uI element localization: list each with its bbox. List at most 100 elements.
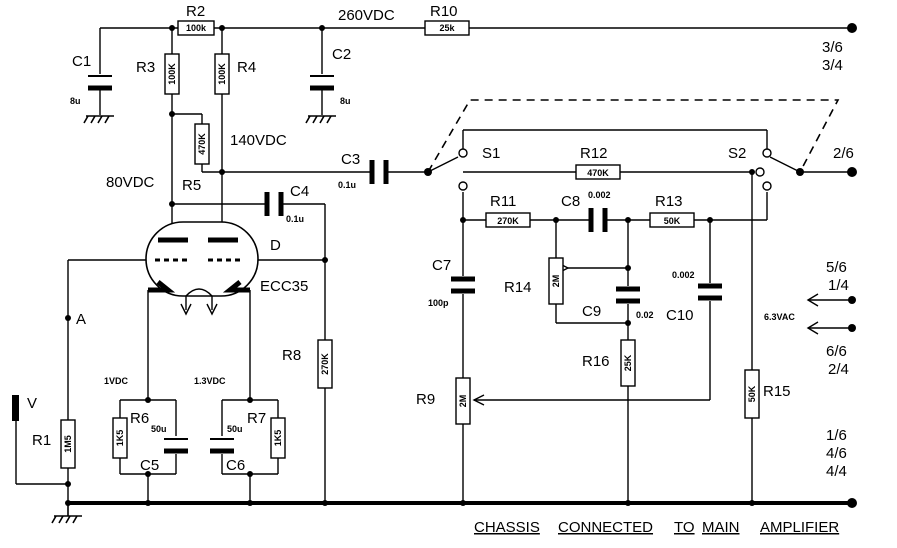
- pin-supply-b: 3/4: [822, 57, 843, 74]
- r13-body: [649, 212, 695, 228]
- pin-output: 2/6: [833, 145, 854, 162]
- label-r8: R8: [282, 347, 301, 364]
- label-tube: ECC35: [260, 278, 308, 295]
- label-r12: R12: [580, 145, 608, 162]
- r12-body: [575, 164, 621, 180]
- ground-symbols: [51, 115, 336, 524]
- input-v-terminal: [12, 395, 19, 421]
- label-s1: S1: [482, 145, 500, 162]
- voltage-mid: 140VDC: [230, 132, 287, 149]
- r14-body: [548, 257, 564, 305]
- pin-heater-bot-b: 2/4: [828, 361, 849, 378]
- connector-pins: 3/6 3/4 2/6 5/6 1/4 6/6 2/4 1/6 4/6 4/4: [822, 39, 854, 480]
- label-r4: R4: [237, 59, 256, 76]
- value-r16: 25K: [623, 354, 633, 371]
- label-input-v: V: [27, 395, 37, 412]
- label-r15: R15: [763, 383, 791, 400]
- voltage-cathode2: 1.3VDC: [194, 376, 226, 386]
- voltage-heater: 6.3VAC: [764, 312, 795, 322]
- r3-body: [164, 53, 180, 95]
- value-r4: 100K: [217, 63, 227, 85]
- label-c8: C8: [561, 193, 580, 210]
- value-r14: 2M: [551, 275, 561, 288]
- footer-word-1: CHASSIS: [474, 519, 540, 536]
- r5-body: [194, 123, 210, 165]
- label-c5: C5: [140, 457, 159, 474]
- value-c9: 0.02: [636, 310, 654, 320]
- label-c1: C1: [72, 53, 91, 70]
- value-r13: 50K: [664, 216, 681, 226]
- resistors: [60, 20, 760, 469]
- value-r7: 1K5: [273, 430, 283, 447]
- value-c6: 50u: [227, 424, 243, 434]
- footer-word-2: CONNECTED: [558, 519, 653, 536]
- value-r8: 270K: [320, 353, 330, 375]
- value-c1: 8u: [70, 96, 81, 106]
- label-r6: R6: [130, 410, 149, 427]
- value-c10: 0.002: [672, 270, 695, 280]
- pin-heater-top-b: 1/4: [828, 277, 849, 294]
- r10-body: [424, 20, 470, 36]
- pin-heater-top-a: 5/6: [826, 259, 847, 276]
- r16-body: [620, 339, 636, 387]
- value-r12: 470K: [587, 168, 609, 178]
- pin-heater-bot-a: 6/6: [826, 343, 847, 360]
- footer-word-4: MAIN: [702, 519, 740, 536]
- value-r10: 25k: [439, 23, 455, 33]
- label-r7: R7: [247, 410, 266, 427]
- value-r1: 1M5: [63, 435, 73, 453]
- value-c5: 50u: [151, 424, 167, 434]
- r4-body: [214, 53, 230, 95]
- label-c10: C10: [666, 307, 694, 324]
- label-r3: R3: [136, 59, 155, 76]
- r9-body: [455, 377, 471, 425]
- value-r9: 2M: [458, 395, 468, 408]
- label-c9: C9: [582, 303, 601, 320]
- capacitors: [88, 75, 722, 454]
- value-c7: 100p: [428, 298, 449, 308]
- label-c4: C4: [290, 183, 309, 200]
- value-labels: 100k 25k 100K 100K 470K 1M5 1K5 1K5 270K…: [63, 23, 757, 453]
- label-r1: R1: [32, 432, 51, 449]
- pin-ground-c: 4/4: [826, 463, 847, 480]
- voltage-plate: 80VDC: [106, 174, 155, 191]
- value-r11: 270K: [497, 216, 519, 226]
- r6-body: [112, 417, 128, 459]
- value-c3: 0.1u: [338, 180, 356, 190]
- label-r9: R9: [416, 391, 435, 408]
- value-c8: 0.002: [588, 190, 611, 200]
- pin-supply-a: 3/6: [822, 39, 843, 56]
- label-s2: S2: [728, 145, 746, 162]
- value-r3: 100K: [167, 63, 177, 85]
- label-r13: R13: [655, 193, 683, 210]
- label-r5: R5: [182, 177, 201, 194]
- ecc35-tube: [145, 221, 259, 316]
- pin-ground-a: 1/6: [826, 427, 847, 444]
- label-point-d: D: [270, 237, 281, 254]
- label-c2: C2: [332, 46, 351, 63]
- footer-word-5: AMPLIFIER: [760, 519, 839, 536]
- r2-body: [177, 20, 215, 36]
- voltage-labels: 260VDC 140VDC 80VDC 1VDC 1.3VDC 6.3VAC: [104, 7, 795, 386]
- value-r15: 50K: [747, 385, 757, 402]
- component-labels: R2 R10 C1 R3 R4 C2 R5 C3 C4 D ECC35 A V …: [27, 3, 791, 474]
- value-c4: 0.1u: [286, 214, 304, 224]
- value-c2: 8u: [340, 96, 351, 106]
- value-r5: 470K: [197, 133, 207, 155]
- footer-caption: CHASSIS CONNECTED TO MAIN AMPLIFIER: [474, 519, 839, 536]
- r8-body: [317, 339, 333, 389]
- junction-dots: [65, 23, 857, 508]
- label-r14: R14: [504, 279, 532, 296]
- label-r11: R11: [490, 193, 516, 210]
- footer-word-3: TO: [674, 519, 695, 536]
- value-r6: 1K5: [115, 430, 125, 447]
- r1-body: [60, 419, 76, 469]
- label-r10: R10: [430, 3, 458, 20]
- voltage-cathode1: 1VDC: [104, 376, 129, 386]
- voltage-supply: 260VDC: [338, 7, 395, 24]
- label-r2: R2: [186, 3, 205, 20]
- switch-contacts: [458, 148, 772, 191]
- switch-gang-line: [427, 99, 840, 173]
- r15-body: [744, 369, 760, 419]
- label-c6: C6: [226, 457, 245, 474]
